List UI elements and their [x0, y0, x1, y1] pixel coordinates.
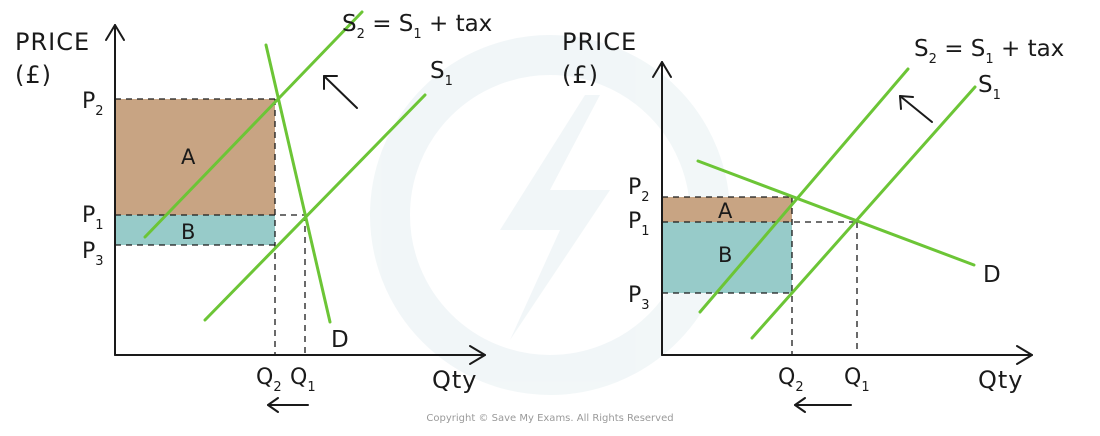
quantity-label-q2: Q2	[778, 365, 804, 395]
diagram-elastic-demand: PRICE (£) P2 P1 P3 Q2 Q1 Qty S2 = S1 + t…	[562, 28, 1064, 413]
supply-curve-s1-label: S1	[978, 72, 1001, 103]
dashed-guides	[115, 98, 306, 355]
y-axis-arrowhead-icon	[652, 61, 672, 78]
supply-curve-s1	[750, 85, 977, 340]
supply-curve-s2	[143, 10, 364, 239]
demand-curve	[696, 159, 976, 267]
quantity-label-q1: Q1	[844, 365, 870, 395]
supply-shift-arrow-icon	[899, 95, 933, 123]
diagram-inelastic-demand: PRICE (£) P2 P1 P3 Q2 Q1 Qty S2 = S1 + t…	[15, 10, 492, 413]
quantity-shift-arrow-icon	[267, 397, 309, 413]
quantity-label-q1: Q1	[290, 365, 316, 395]
price-label-p3: P3	[628, 283, 650, 313]
demand-curve-label: D	[983, 262, 1001, 288]
x-axis-arrowhead-icon	[1016, 345, 1033, 365]
x-axis-label: Qty	[432, 366, 478, 394]
supply-curve-s1-label: S1	[430, 58, 453, 89]
y-axis-unit: (£)	[15, 61, 52, 89]
price-label-p3: P3	[82, 239, 104, 269]
y-axis-label: PRICE	[15, 28, 90, 56]
supply-curve-s2-label: S2 = S1 + tax	[342, 11, 492, 42]
supply-shift-arrow-icon	[323, 75, 358, 109]
quantity-label-q2: Q2	[256, 365, 282, 395]
area-b-label: B	[718, 243, 732, 267]
supply-curve-s2	[698, 67, 910, 314]
dashed-guides	[662, 196, 858, 355]
axes	[105, 24, 486, 365]
x-axis-label: Qty	[978, 366, 1024, 394]
y-axis-unit: (£)	[562, 61, 599, 89]
y-axis-label: PRICE	[562, 28, 637, 56]
area-a-rect	[115, 99, 275, 215]
price-label-p1: P1	[82, 203, 104, 233]
supply-curve-s2-label: S2 = S1 + tax	[914, 36, 1064, 67]
area-a-rect	[662, 197, 792, 222]
area-a-label: A	[181, 145, 196, 169]
price-label-p2: P2	[628, 175, 650, 205]
area-b-rect	[115, 215, 275, 245]
area-b-label: B	[181, 220, 195, 244]
demand-curve-label: D	[331, 327, 349, 353]
axes	[652, 61, 1033, 365]
quantity-shift-arrow-icon	[794, 397, 852, 413]
area-a-label: A	[718, 199, 733, 223]
copyright-notice: Copyright © Save My Exams. All Rights Re…	[426, 413, 673, 424]
y-axis-arrowhead-icon	[105, 24, 125, 41]
price-label-p2: P2	[82, 89, 104, 119]
price-label-p1: P1	[628, 209, 650, 239]
demand-curve	[264, 43, 332, 324]
x-axis-arrowhead-icon	[469, 345, 486, 365]
supply-curve-s1	[203, 93, 427, 322]
